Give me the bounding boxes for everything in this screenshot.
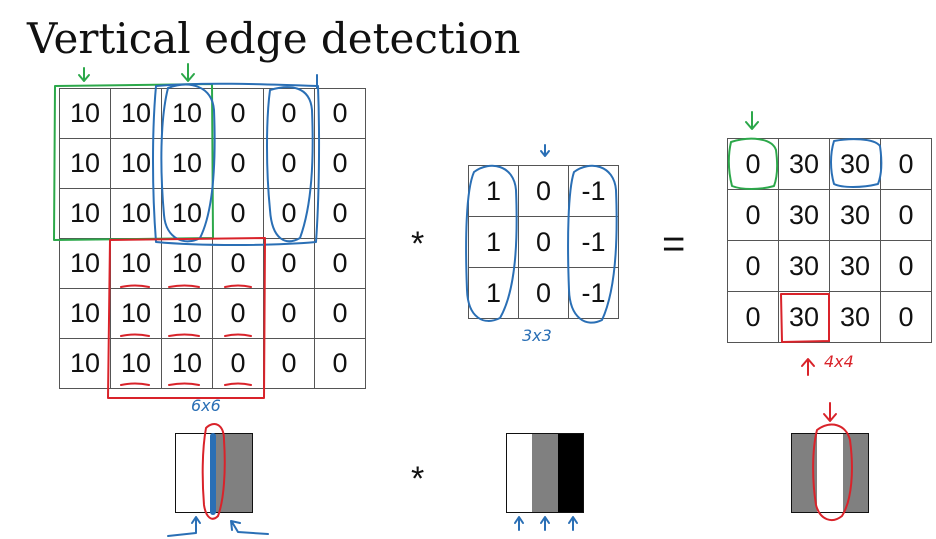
- output-strip-band: [817, 434, 843, 512]
- filter-strip-arrow-2: [540, 516, 550, 531]
- output-cell: 30: [829, 189, 881, 241]
- filter-left-loop: [465, 164, 518, 322]
- convolve-operator: *: [411, 225, 425, 263]
- input-cell: 0: [314, 138, 366, 189]
- input-cell: 10: [59, 88, 111, 139]
- output-cell: 0: [880, 291, 932, 343]
- image-strip-red-loop: [201, 423, 226, 520]
- image-strip-band: [214, 434, 252, 512]
- filter-arrow: [540, 144, 550, 157]
- red-window-box: [107, 237, 266, 399]
- input-cell: 0: [314, 288, 366, 339]
- input-cell: 0: [263, 138, 315, 189]
- filter-cell: 0: [518, 216, 569, 268]
- output-size-note: 4x4: [824, 352, 854, 371]
- input-cell: 10: [59, 288, 111, 339]
- input-cell: 10: [161, 88, 213, 139]
- input-cell: 10: [161, 338, 213, 389]
- image-strip-band: [176, 434, 214, 512]
- input-cell: 0: [212, 338, 264, 389]
- output-cell: 30: [778, 138, 830, 190]
- filter-intensity-strip: [506, 433, 584, 513]
- filter-strip-arrow-1: [514, 516, 524, 531]
- output-cell: 30: [829, 240, 881, 292]
- input-cell: 0: [263, 88, 315, 139]
- output-cell: 30: [778, 240, 830, 292]
- input-cell: 10: [59, 138, 111, 189]
- output-green-box: [727, 137, 779, 190]
- input-cell: 0: [212, 188, 264, 239]
- filter-strip-band: [532, 434, 558, 512]
- filter-size-note: 3x3: [522, 326, 552, 345]
- page-title: Vertical edge detection: [27, 14, 521, 63]
- output-cell: 0: [880, 138, 932, 190]
- filter-strip-band: [507, 434, 533, 512]
- input-cell: 10: [161, 188, 213, 239]
- input-cell: 10: [161, 288, 213, 339]
- output-red-arrow: [801, 358, 815, 376]
- input-cell: 0: [212, 238, 264, 289]
- image-strip-blue-arrow-left: [167, 516, 201, 537]
- output-blue-box: [830, 138, 883, 188]
- filter-cell: -1: [568, 216, 619, 268]
- output-cell: 0: [880, 240, 932, 292]
- input-cell: 10: [161, 138, 213, 189]
- input-size-note: 6x6: [191, 396, 221, 415]
- output-green-arrow: [745, 111, 759, 130]
- input-cell: 10: [110, 188, 162, 239]
- convolve-operator-visual: *: [411, 460, 425, 498]
- blue-region-large: [152, 82, 321, 246]
- green-arrow-1: [78, 67, 90, 82]
- blue-region-right: [266, 86, 314, 243]
- output-strip-band: [842, 434, 868, 512]
- filter-strip-band: [557, 434, 583, 512]
- input-cell: 0: [263, 238, 315, 289]
- input-cell: 0: [314, 338, 366, 389]
- filter-right-loop: [567, 164, 618, 324]
- input-cell: 10: [59, 338, 111, 389]
- input-cell: 10: [110, 338, 162, 389]
- image-strip-blue-arrow-right: [230, 520, 269, 535]
- output-strip-red-loop: [812, 423, 853, 521]
- input-cell: 0: [314, 238, 366, 289]
- output-red-box: [780, 293, 830, 343]
- equals-operator: =: [662, 222, 686, 266]
- output-strip-red-arrow: [823, 402, 837, 422]
- output-cell: 0: [727, 291, 779, 343]
- green-arrow-2: [181, 63, 195, 82]
- input-cell: 0: [314, 188, 366, 239]
- blue-region-narrow: [160, 83, 216, 243]
- input-cell: 0: [263, 338, 315, 389]
- green-window-box: [53, 83, 214, 241]
- input-cell: 10: [110, 238, 162, 289]
- filter-cell: 1: [468, 216, 519, 268]
- input-cell: 0: [212, 138, 264, 189]
- filter-strip-arrow-3: [568, 516, 578, 531]
